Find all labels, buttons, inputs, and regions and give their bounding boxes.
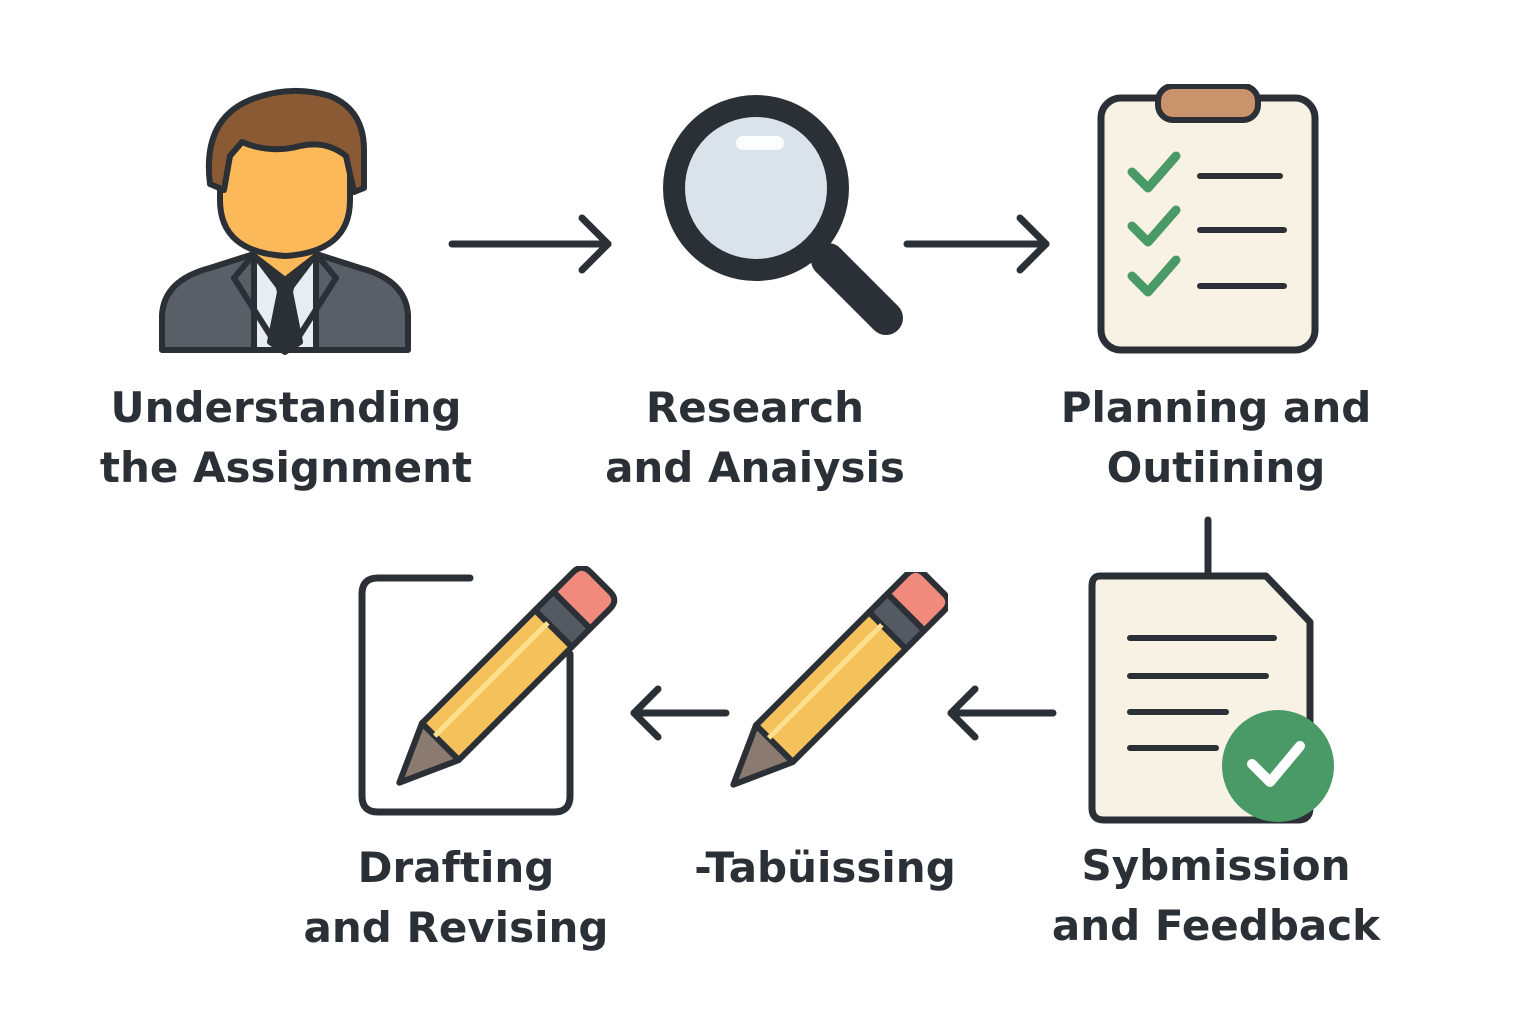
arrow-right-2 [903,214,1050,274]
step-label-line: Understanding [110,383,462,432]
magnifying-glass-icon [663,95,903,335]
pencil-icon [730,572,948,788]
step-label-line: the Assignment [99,443,473,492]
document-check-icon [1088,572,1334,824]
step-label-drafting: Drafting and Revising [286,838,626,958]
step-label-line: and Revising [303,903,609,952]
step-label-line: and Feedback [1051,901,1381,950]
step-label-line: Planning and [1060,383,1372,432]
step-label-line: Outiining [1106,443,1326,492]
pencil-square-icon [358,566,618,816]
step-label-tabuissing: -Tabüissing [680,838,970,898]
step-label-research: Research and Anaiysis [570,378,940,498]
step-label-line: and Anaiysis [605,443,905,492]
arrow-left-1 [947,685,1057,741]
step-label-line: Research [645,383,865,432]
step-label-submission: Sybmission and Feedback [1036,836,1396,956]
step-label-line: -Tabüissing [694,843,956,892]
step-label-line: Drafting [357,843,555,892]
step-label-understanding: Understanding the Assignment [86,378,486,498]
arrow-right-1 [448,214,612,274]
step-label-planning: Planning and Outiining [1036,378,1396,498]
person-icon [159,87,411,355]
clipboard-checklist-icon [1097,84,1319,354]
step-label-line: Sybmission [1081,841,1351,890]
